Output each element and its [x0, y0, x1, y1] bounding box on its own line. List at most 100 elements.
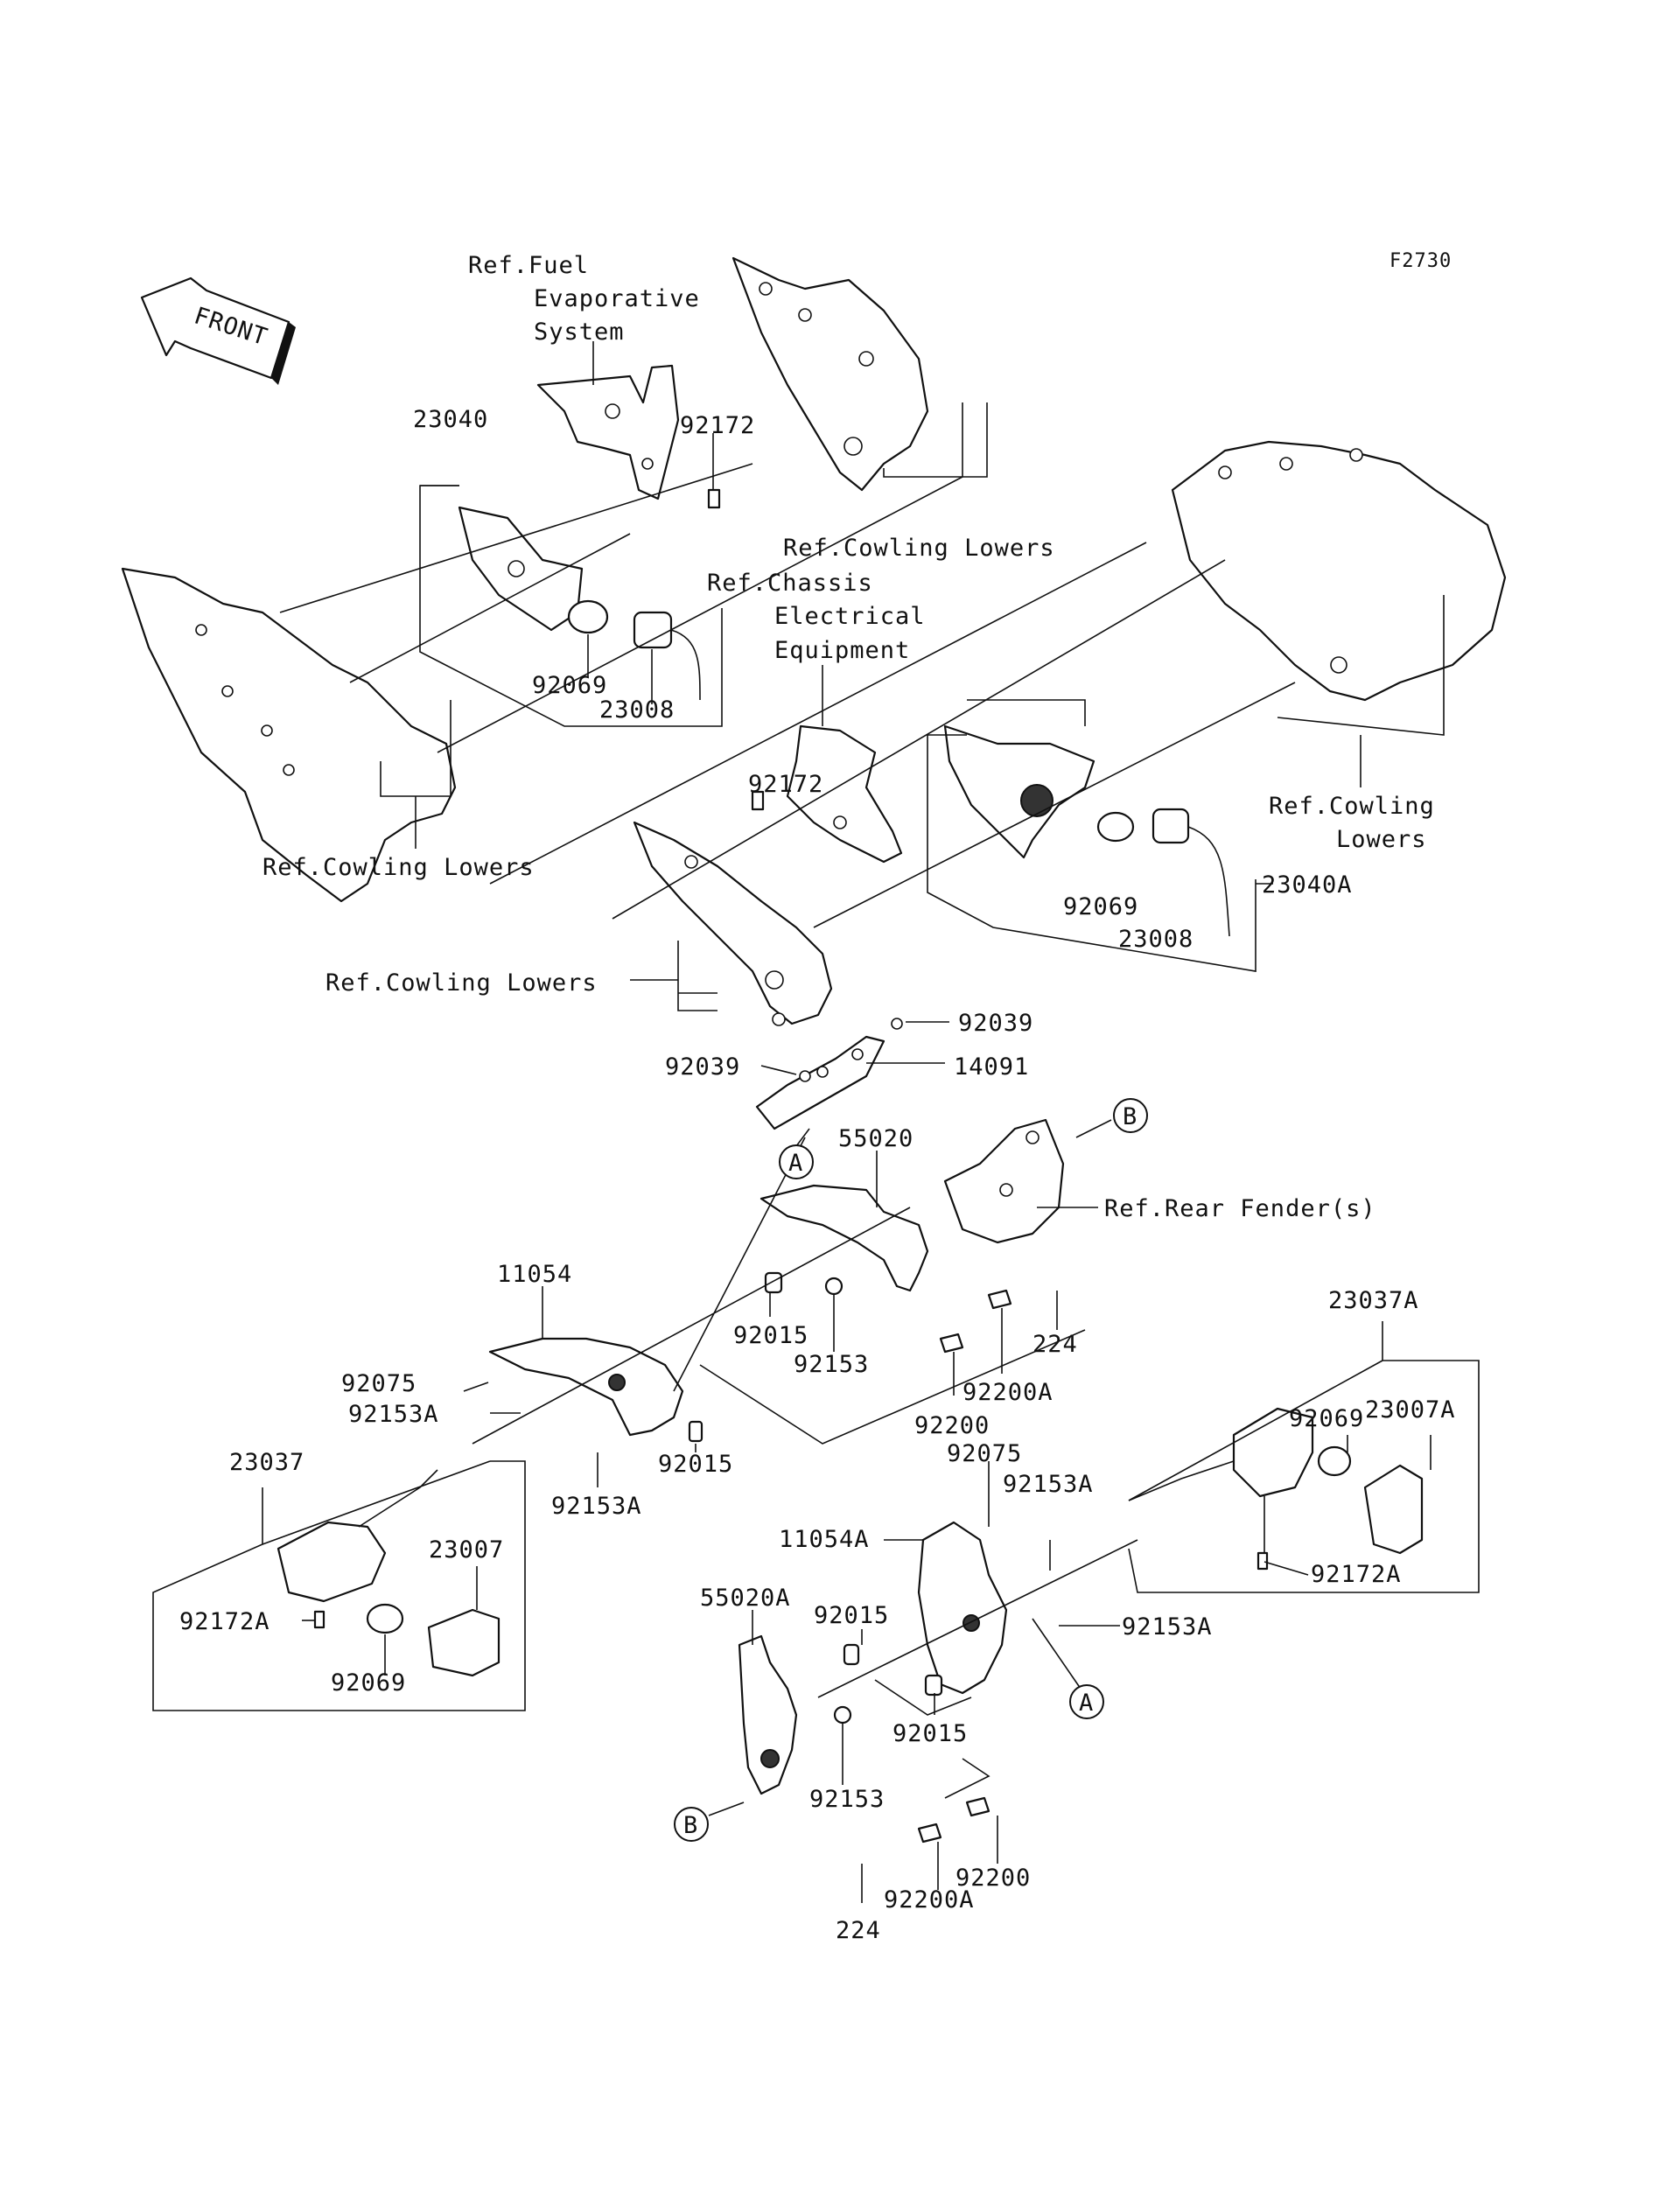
turn-signal-23037A — [1128, 1407, 1314, 1501]
svg-text:B: B — [683, 1812, 698, 1839]
front-direction-arrow-icon: FRONT — [140, 276, 296, 385]
part-92172A-left: 92172A — [179, 1608, 270, 1635]
collar-92015-c — [843, 1643, 860, 1666]
bolt-92153-b — [833, 1705, 852, 1725]
part-92153A-right1: 92153A — [1003, 1471, 1094, 1498]
part-11054: 11054 — [497, 1261, 572, 1288]
ref-cowling-lowers-left: Ref.Cowling Lowers — [262, 854, 535, 881]
ref-fuel-evap-line3: System — [534, 318, 625, 346]
part-92153A-left1: 92153A — [348, 1401, 439, 1428]
right-cowling-panel — [1171, 440, 1507, 702]
part-92200-a: 92200 — [914, 1412, 990, 1439]
part-14091: 14091 — [954, 1053, 1029, 1081]
part-92015-b: 92015 — [658, 1451, 733, 1478]
part-23040: 23040 — [413, 406, 488, 433]
part-92200-b: 92200 — [956, 1865, 1031, 1892]
screw-92172A-right — [1256, 1551, 1269, 1571]
part-92069-right: 92069 — [1289, 1405, 1364, 1432]
clip-92200-b — [965, 1796, 990, 1817]
part-55020: 55020 — [838, 1125, 914, 1152]
svg-text:A: A — [1079, 1690, 1094, 1717]
part-92075-left: 92075 — [341, 1370, 416, 1397]
bracket-11054A — [917, 1521, 1008, 1695]
part-92172-top: 92172 — [680, 412, 755, 439]
bolt-92153-a — [824, 1277, 844, 1296]
socket-23008-mid — [1152, 808, 1230, 937]
callout-B-lower: B — [674, 1807, 709, 1842]
ref-fuel-evap-line2: Evaporative — [534, 285, 700, 312]
bulb-92069-right — [1317, 1445, 1352, 1477]
ref-cowling-lowers-right-line2: Lowers — [1336, 826, 1427, 853]
part-92075-right: 92075 — [947, 1440, 1022, 1467]
part-55020A: 55020A — [700, 1585, 791, 1612]
screw-92172-top — [707, 488, 721, 509]
ref-chassis-electrical-line2: Electrical — [774, 603, 926, 630]
bracket-11054 — [488, 1337, 684, 1437]
part-92069-mid: 92069 — [1063, 893, 1138, 920]
ref-fuel-evap-line1: Ref.Fuel — [468, 252, 589, 279]
part-92153-b: 92153 — [809, 1786, 885, 1813]
turn-signal-bracket-23040A — [943, 724, 1096, 859]
part-92015-d: 92015 — [892, 1720, 968, 1747]
part-224-b: 224 — [836, 1917, 881, 1944]
bulb-92069-mid — [1096, 811, 1135, 843]
part-92200A-b: 92200A — [884, 1886, 975, 1914]
chassis-electrical-bracket — [786, 724, 903, 864]
svg-text:B: B — [1123, 1103, 1138, 1130]
svg-text:A: A — [788, 1150, 803, 1177]
part-92039-left: 92039 — [665, 1053, 740, 1081]
rear-fender-bracket — [943, 1118, 1065, 1244]
collar-92015-b — [688, 1420, 704, 1443]
reference-labels: Ref.Fuel Evaporative System Ref.Cowling … — [262, 252, 1435, 1222]
part-23037: 23037 — [229, 1449, 304, 1476]
part-92069-top: 92069 — [532, 672, 607, 699]
callout-A-upper: A — [779, 1144, 814, 1179]
part-23037A: 23037A — [1328, 1287, 1419, 1314]
callout-B-upper: B — [1113, 1098, 1148, 1133]
collar-92015-d — [924, 1674, 943, 1697]
upper-center-cowling-panel — [732, 256, 929, 492]
ref-chassis-electrical-line3: Equipment — [774, 637, 910, 664]
ref-cowling-lowers-top: Ref.Cowling Lowers — [783, 535, 1055, 562]
clip-92200-a — [939, 1333, 964, 1354]
part-23040A: 23040A — [1262, 871, 1353, 899]
diagram-code: F2730 — [1390, 250, 1452, 272]
bulb-92069-left — [366, 1603, 404, 1634]
fuel-evap-bracket — [536, 364, 680, 500]
lens-23007 — [427, 1608, 500, 1677]
screw-92172A-left — [313, 1610, 326, 1629]
part-92172A-right: 92172A — [1311, 1561, 1402, 1588]
part-11054A: 11054A — [779, 1526, 870, 1553]
part-23007A: 23007A — [1365, 1396, 1456, 1424]
part-92039-right: 92039 — [958, 1010, 1033, 1037]
clip-92200A-a — [987, 1289, 1012, 1310]
ref-cowling-lowers-mid: Ref.Cowling Lowers — [326, 969, 598, 997]
part-92069-left: 92069 — [331, 1669, 406, 1697]
bracket-55020A — [738, 1634, 798, 1795]
bracket-14091 — [755, 1035, 886, 1130]
socket-23008-top — [633, 611, 701, 701]
part-23008-top: 23008 — [599, 696, 675, 724]
clip-92200A-b — [917, 1823, 942, 1844]
ref-cowling-lowers-right-line1: Ref.Cowling — [1269, 793, 1435, 820]
part-23007: 23007 — [429, 1536, 504, 1564]
part-23008-mid: 23008 — [1118, 926, 1194, 953]
part-92153A-right2: 92153A — [1122, 1613, 1213, 1641]
nut-92039-right — [891, 1018, 903, 1030]
part-224-a: 224 — [1032, 1331, 1078, 1358]
ref-rear-fender: Ref.Rear Fender(s) — [1104, 1195, 1376, 1222]
left-cowling-panel — [121, 567, 457, 903]
part-92172-mid: 92172 — [748, 771, 823, 798]
part-92015-a: 92015 — [733, 1322, 808, 1349]
callout-A-lower: A — [1069, 1684, 1104, 1719]
turn-signal-bracket-23040 — [458, 506, 584, 632]
part-92015-c: 92015 — [814, 1602, 889, 1629]
mid-cowling-panel — [633, 821, 833, 1026]
lens-23007A — [1363, 1464, 1424, 1555]
bracket-55020 — [760, 1184, 929, 1292]
nut-92039-left — [799, 1070, 811, 1082]
collar-92015-a — [764, 1271, 783, 1294]
ref-chassis-electrical-line1: Ref.Chassis — [707, 570, 873, 597]
